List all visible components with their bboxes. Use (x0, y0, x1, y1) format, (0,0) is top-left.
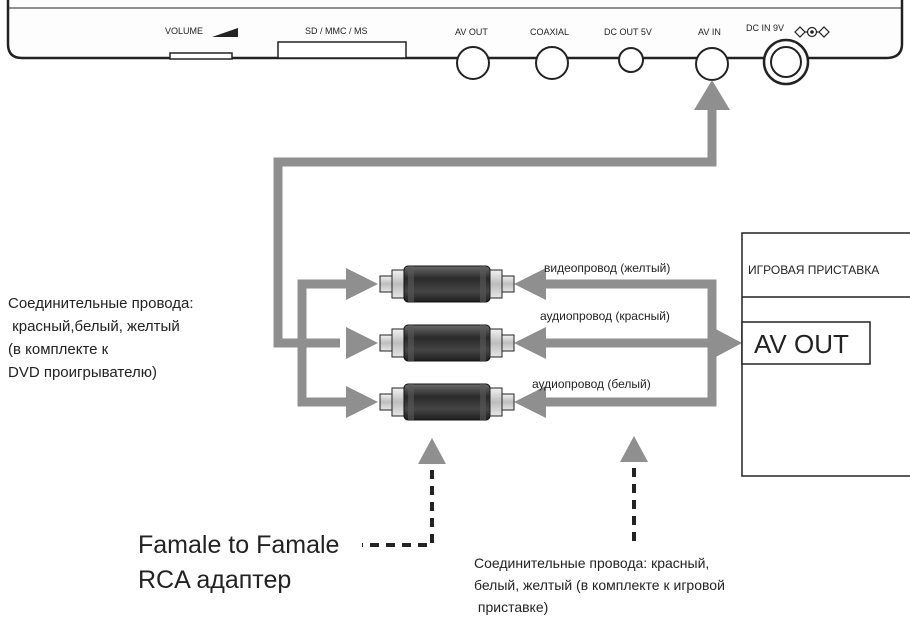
adapter-note-line-1: Famale to Famale (138, 531, 339, 559)
coaxial-label: COAXIAL (530, 27, 569, 37)
card-slot[interactable] (277, 41, 407, 59)
arrow-bottom-left-icon (346, 386, 378, 418)
bottom-note-line-1: Соединительные провода: красный, (474, 555, 709, 571)
arrow-to-console-icon (712, 327, 742, 359)
av-out-label: AV OUT (455, 27, 488, 37)
bottom-cable-note: Соединительные провода: красный, белый, … (474, 555, 725, 615)
bottom-note-line-2: белый, желтый (в комплекте к игровой (474, 577, 725, 593)
console-av-out-label: AV OUT (754, 329, 849, 359)
av-out-jack[interactable] (456, 46, 490, 80)
dc-in-label: DC IN 9V (746, 23, 784, 33)
audio-red-wire-label: аудиопровод (красный) (540, 309, 670, 323)
arrow-adapter-pointer-icon (418, 438, 446, 464)
arrow-cable-pointer-icon (620, 436, 648, 462)
dc-in-jack-inner (770, 46, 802, 78)
left-note-line-3: (в комплекте к (8, 341, 109, 358)
rca-adapter-top (379, 265, 515, 303)
video-wire-label: видеопровод (желтый) (544, 261, 670, 275)
arrow-mid-right-icon (514, 327, 546, 359)
route-to-av-in (273, 108, 717, 348)
rca-adapter-bottom (379, 383, 515, 421)
connection-arrows (273, 108, 717, 407)
dvd-player-panel: VOLUME SD / MMC / MS AV OUT COAXIAL DC O… (6, 0, 904, 86)
dc-polarity-icon (794, 26, 830, 38)
console-title: ИГРОВАЯ ПРИСТАВКА (748, 263, 879, 277)
dc-out-jack[interactable] (618, 47, 644, 73)
volume-slider[interactable] (169, 52, 233, 60)
left-note-line-1: Соединительные провода: (8, 295, 194, 312)
volume-wedge-icon (212, 28, 238, 37)
rca-adapter-middle (379, 324, 515, 362)
arrow-top-right-icon (514, 268, 546, 300)
adapter-note: Famale to Famale RCA адаптер (138, 531, 339, 594)
dc-out-label: DC OUT 5V (604, 27, 652, 37)
coaxial-jack[interactable] (535, 46, 569, 80)
card-slot-label: SD / MMC / MS (305, 26, 368, 36)
av-in-jack[interactable] (695, 47, 729, 81)
arrow-to-av-in-icon (694, 80, 730, 110)
left-cable-note: Соединительные провода: красный,белый, ж… (8, 295, 194, 381)
bottom-note-line-3: приставке) (474, 599, 548, 615)
audio-white-wire-label: аудиопровод (белый) (532, 377, 651, 391)
device-outline (6, 0, 904, 60)
av-in-label: AV IN (698, 27, 721, 37)
adapter-note-line-2: RCA адаптер (138, 566, 291, 594)
dashed-pointers (362, 468, 636, 547)
volume-label: VOLUME (165, 26, 203, 36)
arrow-mid-left-icon (346, 327, 378, 359)
console-av-out-port[interactable] (741, 321, 871, 365)
arrow-heads (346, 80, 742, 464)
left-note-line-4: DVD проигрывателю) (8, 364, 157, 381)
left-distribution-bar (297, 279, 350, 407)
game-console: ИГРОВАЯ ПРИСТАВКА AV OUT (741, 232, 910, 477)
arrow-bottom-right-icon (514, 386, 546, 418)
left-note-line-2: красный,белый, желтый (8, 318, 180, 335)
arrow-top-left-icon (346, 268, 378, 300)
adapter-dashed-pointer (362, 470, 434, 547)
